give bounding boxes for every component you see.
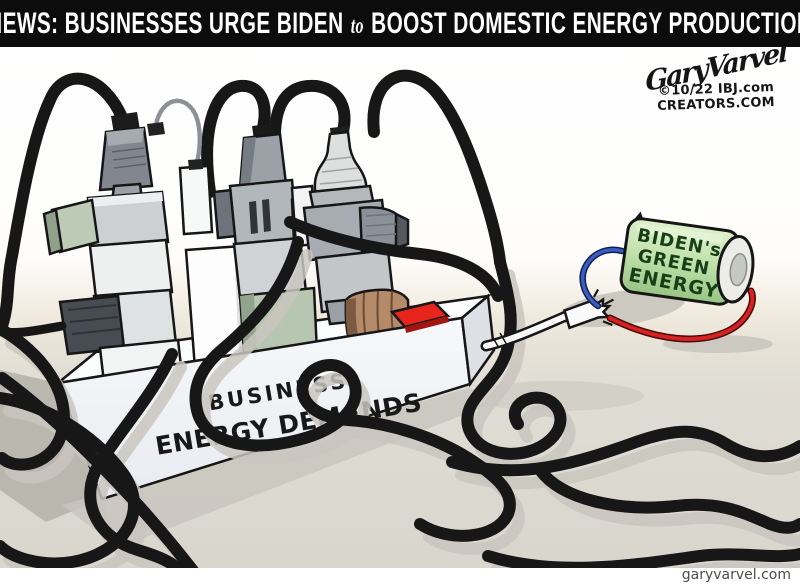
adapter-tower-1 xyxy=(0,112,186,402)
side-arm-cap xyxy=(394,211,410,250)
wire-blue xyxy=(580,247,624,308)
white-adapter-cap xyxy=(188,159,203,170)
black-cable xyxy=(284,216,504,302)
syndicate-credit: CREATORS.COM xyxy=(656,94,776,115)
banner-text-left: NEWS: BUSINESSES URGE BIDEN xyxy=(0,5,344,41)
outlet-slot xyxy=(262,199,271,232)
hatch-lines xyxy=(67,304,121,335)
banner-to-word: to xyxy=(350,13,365,39)
braided-cable xyxy=(152,98,202,169)
cable-arcs xyxy=(0,69,506,332)
banner-text-right: BOOST DOMESTIC ENERGY PRODUCTION xyxy=(371,5,800,41)
footer-band: garyvarvel.com xyxy=(0,567,800,585)
black-cable xyxy=(482,548,800,574)
plug-twist-marks xyxy=(592,288,614,326)
hatch-lines xyxy=(111,147,147,169)
strip-end-shadow xyxy=(468,381,644,411)
black-cable xyxy=(189,236,516,542)
black-cable xyxy=(201,80,271,198)
black-cable xyxy=(367,69,506,268)
black-cable xyxy=(0,372,210,585)
cable-tangle xyxy=(0,216,800,585)
white-adapter xyxy=(178,164,214,236)
cord-ticks xyxy=(491,332,508,349)
power-strip-end-face xyxy=(460,293,496,388)
outlet-slot xyxy=(249,201,258,234)
news-banner: NEWS: BUSINESSES URGE BIDEN to BOOST DOM… xyxy=(0,0,800,47)
battery-terminal xyxy=(633,211,644,221)
battery-highlight xyxy=(636,223,724,244)
black-cable xyxy=(446,425,800,477)
green-battery: BIDEN's GREEN ENERGY xyxy=(619,211,755,306)
black-cable xyxy=(0,72,130,332)
wire-red xyxy=(608,289,755,341)
green-plug-cap xyxy=(42,208,64,256)
black-cable xyxy=(268,79,351,162)
watermark: garyvarvel.com xyxy=(681,567,791,583)
cord-white xyxy=(483,313,569,349)
power-switch-edge xyxy=(405,316,449,333)
battery-cap-ring xyxy=(729,253,748,287)
braided-cable-cap xyxy=(147,122,165,136)
hatch-lines xyxy=(365,213,397,237)
black-cable xyxy=(534,464,800,534)
plug-facet xyxy=(106,128,144,146)
hatch-lines xyxy=(319,156,363,185)
banner-headline: NEWS: BUSINESSES URGE BIDEN to BOOST DOM… xyxy=(0,6,800,41)
plug-facet xyxy=(240,137,256,188)
black-cable xyxy=(84,348,198,585)
strip-cord xyxy=(480,246,756,352)
adapter-box xyxy=(88,238,174,300)
adapter-box-top xyxy=(88,192,163,207)
artist-signature-block: GaryVarvel ©10/22 IBJ.com CREATORS.COM xyxy=(636,37,796,115)
